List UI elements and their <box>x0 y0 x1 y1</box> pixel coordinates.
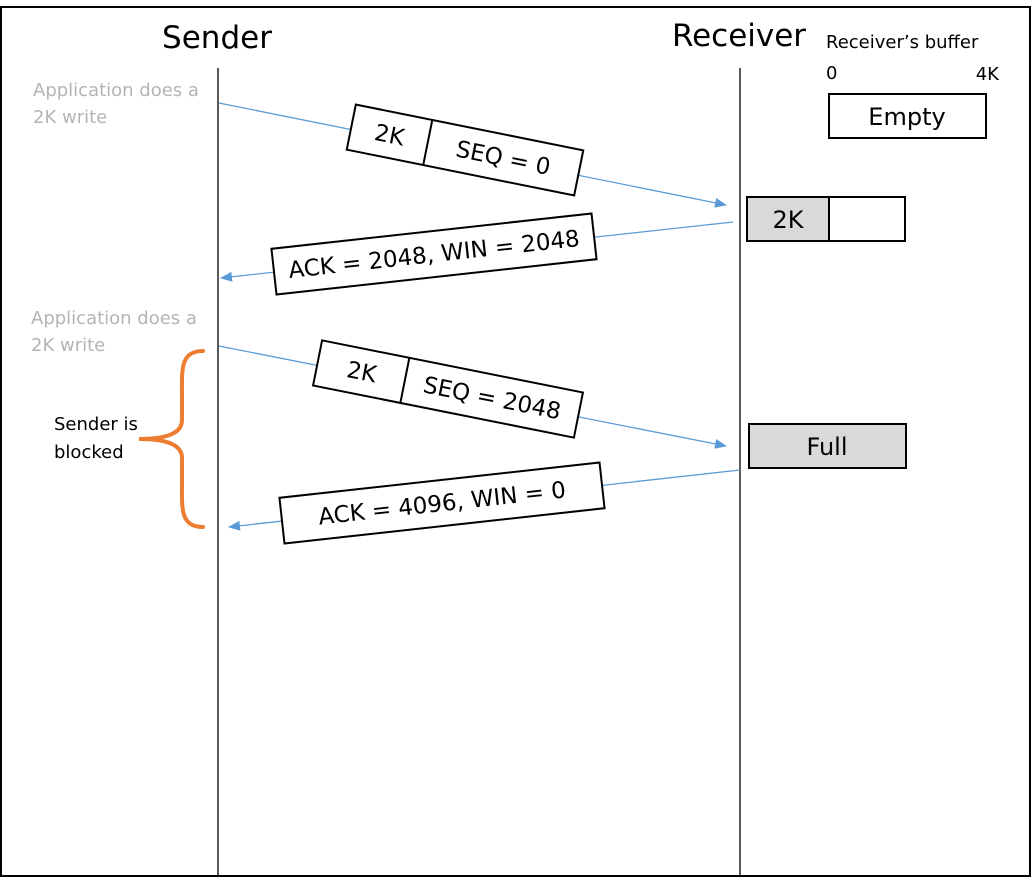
receiver-header: Receiver <box>672 18 806 54</box>
buffer-half: 2K <box>746 196 906 242</box>
data-packet-2-size: 2K <box>344 357 379 388</box>
buffer-full: Full <box>748 423 907 469</box>
sender-header: Sender <box>162 20 272 56</box>
buffer-half-label: 2K <box>772 206 804 234</box>
event-write-2-line1: Application does a <box>31 308 197 329</box>
buffer-empty-label: Empty <box>868 103 945 131</box>
buffer-max-label: 4K <box>976 64 1000 85</box>
data-packet-1-size: 2K <box>372 120 407 152</box>
event-write-2-line2: 2K write <box>31 335 105 356</box>
buffer-title: Receiver’s buffer <box>826 32 979 53</box>
event-write-1-line1: Application does a <box>33 80 199 101</box>
event-write-1-line2: 2K write <box>33 107 107 128</box>
ack-packet-1: ACK = 2048, WIN = 2048 <box>270 212 598 296</box>
diagram-border <box>0 6 1031 877</box>
buffer-empty: Empty <box>828 93 987 139</box>
buffer-min-label: 0 <box>826 63 837 84</box>
ack-packet-2: ACK = 4096, WIN = 0 <box>278 461 606 545</box>
blocked-note-line2: blocked <box>54 442 124 463</box>
data-packet-1: 2K SEQ = 0 <box>345 103 585 197</box>
data-packet-2: 2K SEQ = 2048 <box>311 339 585 439</box>
blocked-brace <box>138 349 205 529</box>
blocked-note-line1: Sender is <box>54 414 138 435</box>
buffer-full-label: Full <box>806 433 847 461</box>
